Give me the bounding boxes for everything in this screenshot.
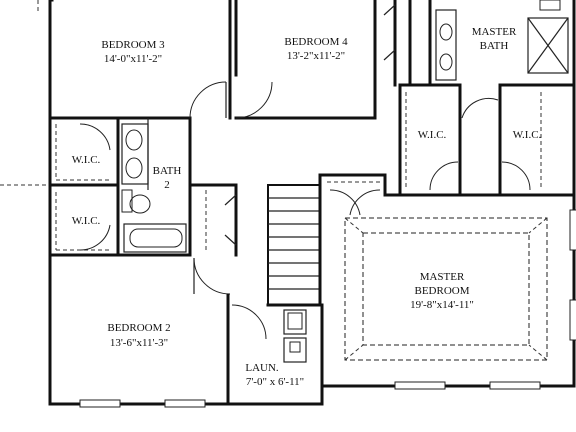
master-bedroom-walls: [318, 173, 576, 361]
bedroom4-walls: [234, 0, 377, 120]
master-bedroom-dims: 19'-8"x14'-11": [410, 299, 474, 311]
wic-left-top-walls: [48, 116, 120, 257]
laundry-dims: 7'-0" x 6'-11": [246, 376, 304, 388]
master-bath-line2: BATH: [480, 40, 509, 52]
master-bath-line1: MASTER: [472, 26, 517, 38]
bedroom3-dims: 14'-0"x11'-2": [104, 53, 162, 65]
exterior-walls: [48, 0, 576, 408]
wic-left-bottom-walls: [48, 192, 192, 257]
bath2-line1: BATH: [153, 165, 182, 177]
staircase: [267, 184, 321, 306]
bath2-fixtures: [121, 116, 192, 257]
hall-door-swings: [189, 81, 273, 295]
wic-left-top-label: W.I.C.: [72, 154, 101, 166]
wic-master-right-label: W.I.C.: [513, 129, 542, 141]
bedroom4-name: BEDROOM 4: [284, 36, 348, 48]
wic-left-bottom-label: W.I.C.: [72, 215, 101, 227]
room-labels: BEDROOM 3 14'-0"x11'-2" BEDROOM 4 13'-2"…: [72, 26, 542, 388]
bedroom2-dims: 13'-6"x11'-3": [110, 337, 168, 349]
bedroom3-name: BEDROOM 3: [101, 39, 165, 51]
bath2-line2: 2: [164, 179, 170, 191]
master-bedroom-line1: MASTER: [420, 271, 465, 283]
master-bedroom-line2: BEDROOM: [414, 285, 469, 297]
laundry-name: LAUN.: [245, 362, 279, 374]
laundry-walls: [231, 303, 324, 388]
bedroom2-name: BEDROOM 2: [107, 322, 170, 334]
master-wic-walls: [398, 83, 576, 197]
hall-closet: [188, 183, 238, 257]
bedroom4-dims: 13'-2"x11'-2": [287, 50, 345, 62]
bedroom4-closet: [383, 0, 412, 87]
wic-master-left-label: W.I.C.: [418, 129, 447, 141]
bedroom3-walls: [48, 0, 232, 120]
